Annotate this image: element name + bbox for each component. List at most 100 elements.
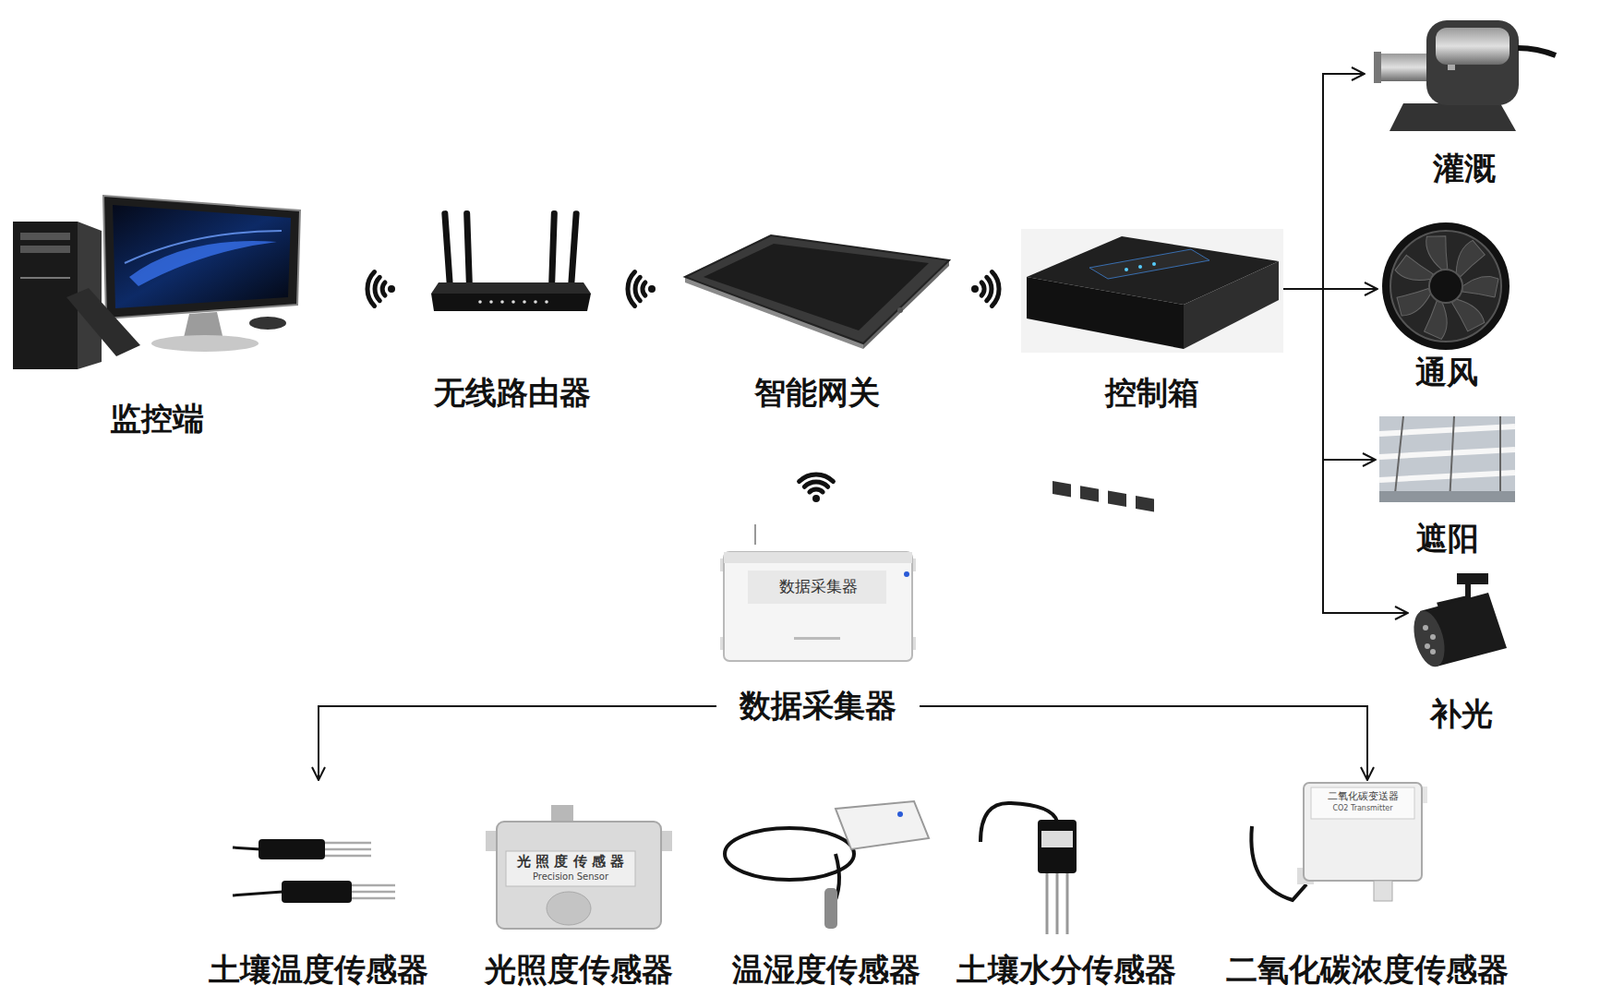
arrow-connector bbox=[318, 706, 717, 781]
pump-illustration bbox=[1373, 20, 1556, 132]
collector-illustration-part bbox=[793, 637, 841, 640]
gateway-illustration-part bbox=[685, 235, 950, 344]
control-box-illustration-part bbox=[1107, 491, 1127, 508]
smart-gateway: 智能网关 bbox=[678, 226, 956, 416]
router-illustration-part bbox=[548, 210, 558, 289]
spotlight-illustration-part bbox=[1424, 643, 1431, 650]
shade-illustration bbox=[1379, 416, 1516, 503]
router-illustration-part bbox=[533, 300, 538, 304]
node-label: 遮阳 bbox=[1375, 520, 1519, 557]
gateway-illustration bbox=[685, 235, 950, 349]
temp-humidity-sensor-part bbox=[724, 828, 855, 880]
spotlight-illustration-part bbox=[1430, 634, 1436, 640]
fan-illustration-part bbox=[1390, 230, 1502, 342]
pump-illustration-part bbox=[1373, 51, 1382, 84]
control-box-illustration-part bbox=[1089, 249, 1210, 279]
router-illustration-part bbox=[511, 300, 516, 304]
irrigation-device: 灌溉 bbox=[1364, 3, 1564, 189]
fan-illustration-part bbox=[1462, 276, 1499, 298]
light-sensor-box-part bbox=[505, 851, 636, 887]
node-label: 土壤温度传感器 bbox=[195, 951, 442, 988]
pump-illustration-part bbox=[1435, 27, 1510, 65]
shade-illustration-part bbox=[1379, 491, 1516, 503]
wifi-symbol-part bbox=[642, 282, 646, 296]
router-illustration-part bbox=[441, 210, 454, 289]
spotlight-illustration-part bbox=[1456, 573, 1489, 585]
soil-temperature-probe-part bbox=[232, 847, 261, 850]
shade-illustration-part bbox=[1379, 416, 1516, 503]
soil-temperature-probe-part bbox=[324, 848, 372, 852]
pump-illustration-part bbox=[1447, 64, 1456, 71]
gateway-illustration-part bbox=[897, 307, 903, 313]
computer-illustration-part bbox=[151, 335, 259, 352]
shade-illustration-part bbox=[1379, 472, 1516, 481]
wifi-symbol-part bbox=[627, 272, 636, 307]
router-illustration-part bbox=[478, 300, 482, 304]
computer-illustration-part bbox=[129, 240, 277, 287]
router-illustration-part bbox=[489, 300, 494, 304]
co2-sensor-box-part bbox=[1303, 782, 1422, 881]
co2-sensor-box-part bbox=[1373, 880, 1393, 902]
monitor-terminal: 监控端 bbox=[4, 184, 310, 444]
spotlight-illustration-part bbox=[1407, 607, 1450, 671]
computer-illustration-part bbox=[12, 221, 78, 370]
fan-illustration-part bbox=[1382, 222, 1510, 350]
wifi-symbol-part bbox=[374, 276, 380, 301]
ventilation-device: 通风 bbox=[1377, 214, 1516, 395]
soil-moisture-probe-part bbox=[1056, 873, 1059, 935]
wifi-symbol bbox=[799, 474, 834, 503]
wifi-symbol-part bbox=[809, 489, 823, 493]
soil-moisture-probe-part bbox=[1037, 819, 1077, 874]
node-label: 土壤水分传感器 bbox=[948, 951, 1185, 988]
soil-moisture-probe bbox=[980, 803, 1077, 935]
soil-temperature-probe-part bbox=[281, 880, 352, 903]
collector-illustration-part bbox=[723, 552, 913, 564]
collector-illustration-part bbox=[723, 552, 913, 662]
wifi-symbol bbox=[971, 272, 999, 307]
light-sensor-box bbox=[485, 805, 673, 929]
soil-temperature-probe-part bbox=[324, 842, 372, 845]
fan-illustration-part bbox=[1429, 269, 1463, 303]
node-label: 光照度传感器 bbox=[472, 951, 686, 988]
control-box-illustration-part bbox=[1152, 262, 1156, 266]
soil-temperature-probe-part bbox=[324, 854, 372, 858]
router-illustration-part bbox=[544, 300, 549, 304]
node-label: 控制箱 bbox=[1020, 374, 1284, 411]
node-label: 通风 bbox=[1377, 354, 1516, 391]
sensor-node: 光照度传感器 bbox=[472, 780, 686, 993]
spotlight-illustration-part bbox=[1422, 625, 1429, 631]
soil-moisture-probe-part bbox=[1066, 873, 1070, 935]
control-box-illustration-part bbox=[1080, 485, 1099, 503]
temp-humidity-sensor-part bbox=[824, 888, 838, 929]
sensor-node: 温湿度传感器 bbox=[720, 780, 933, 993]
control-box-illustration-part bbox=[1135, 495, 1155, 513]
connector-bus bbox=[1323, 73, 1324, 614]
wifi-symbol-part bbox=[981, 282, 985, 296]
node-label: 补光 bbox=[1407, 696, 1515, 733]
computer-illustration-part bbox=[20, 276, 71, 279]
node-label: 监控端 bbox=[4, 400, 310, 437]
router-illustration bbox=[431, 210, 591, 312]
node-label: 灌溉 bbox=[1364, 150, 1564, 187]
pump-illustration-part bbox=[1373, 53, 1430, 82]
printed-label: Precision Sensor bbox=[532, 871, 609, 882]
pump-illustration-part bbox=[1426, 20, 1519, 106]
router-illustration-part bbox=[431, 282, 591, 294]
arrow-connector bbox=[1283, 73, 1365, 289]
wifi-symbol-part bbox=[991, 272, 999, 307]
wifi-symbol-part bbox=[635, 276, 640, 301]
printed-label: 光 照 度 传 感 器 bbox=[517, 854, 625, 870]
soil-moisture-probe-part bbox=[1046, 873, 1049, 935]
node-label: 温湿度传感器 bbox=[720, 951, 933, 988]
soil-temperature-probe-part bbox=[232, 891, 283, 896]
control-box: 控制箱 bbox=[1020, 226, 1284, 416]
control-box-illustration-part bbox=[1124, 267, 1129, 272]
fan-illustration-part bbox=[1423, 300, 1453, 340]
sensor-node: 土壤温度传感器 bbox=[195, 780, 442, 993]
wifi-symbol-part bbox=[648, 285, 656, 293]
soil-temperature-probe-part bbox=[351, 884, 396, 888]
collector-illustration-part bbox=[754, 524, 757, 545]
shade-illustration-part bbox=[1394, 416, 1404, 503]
